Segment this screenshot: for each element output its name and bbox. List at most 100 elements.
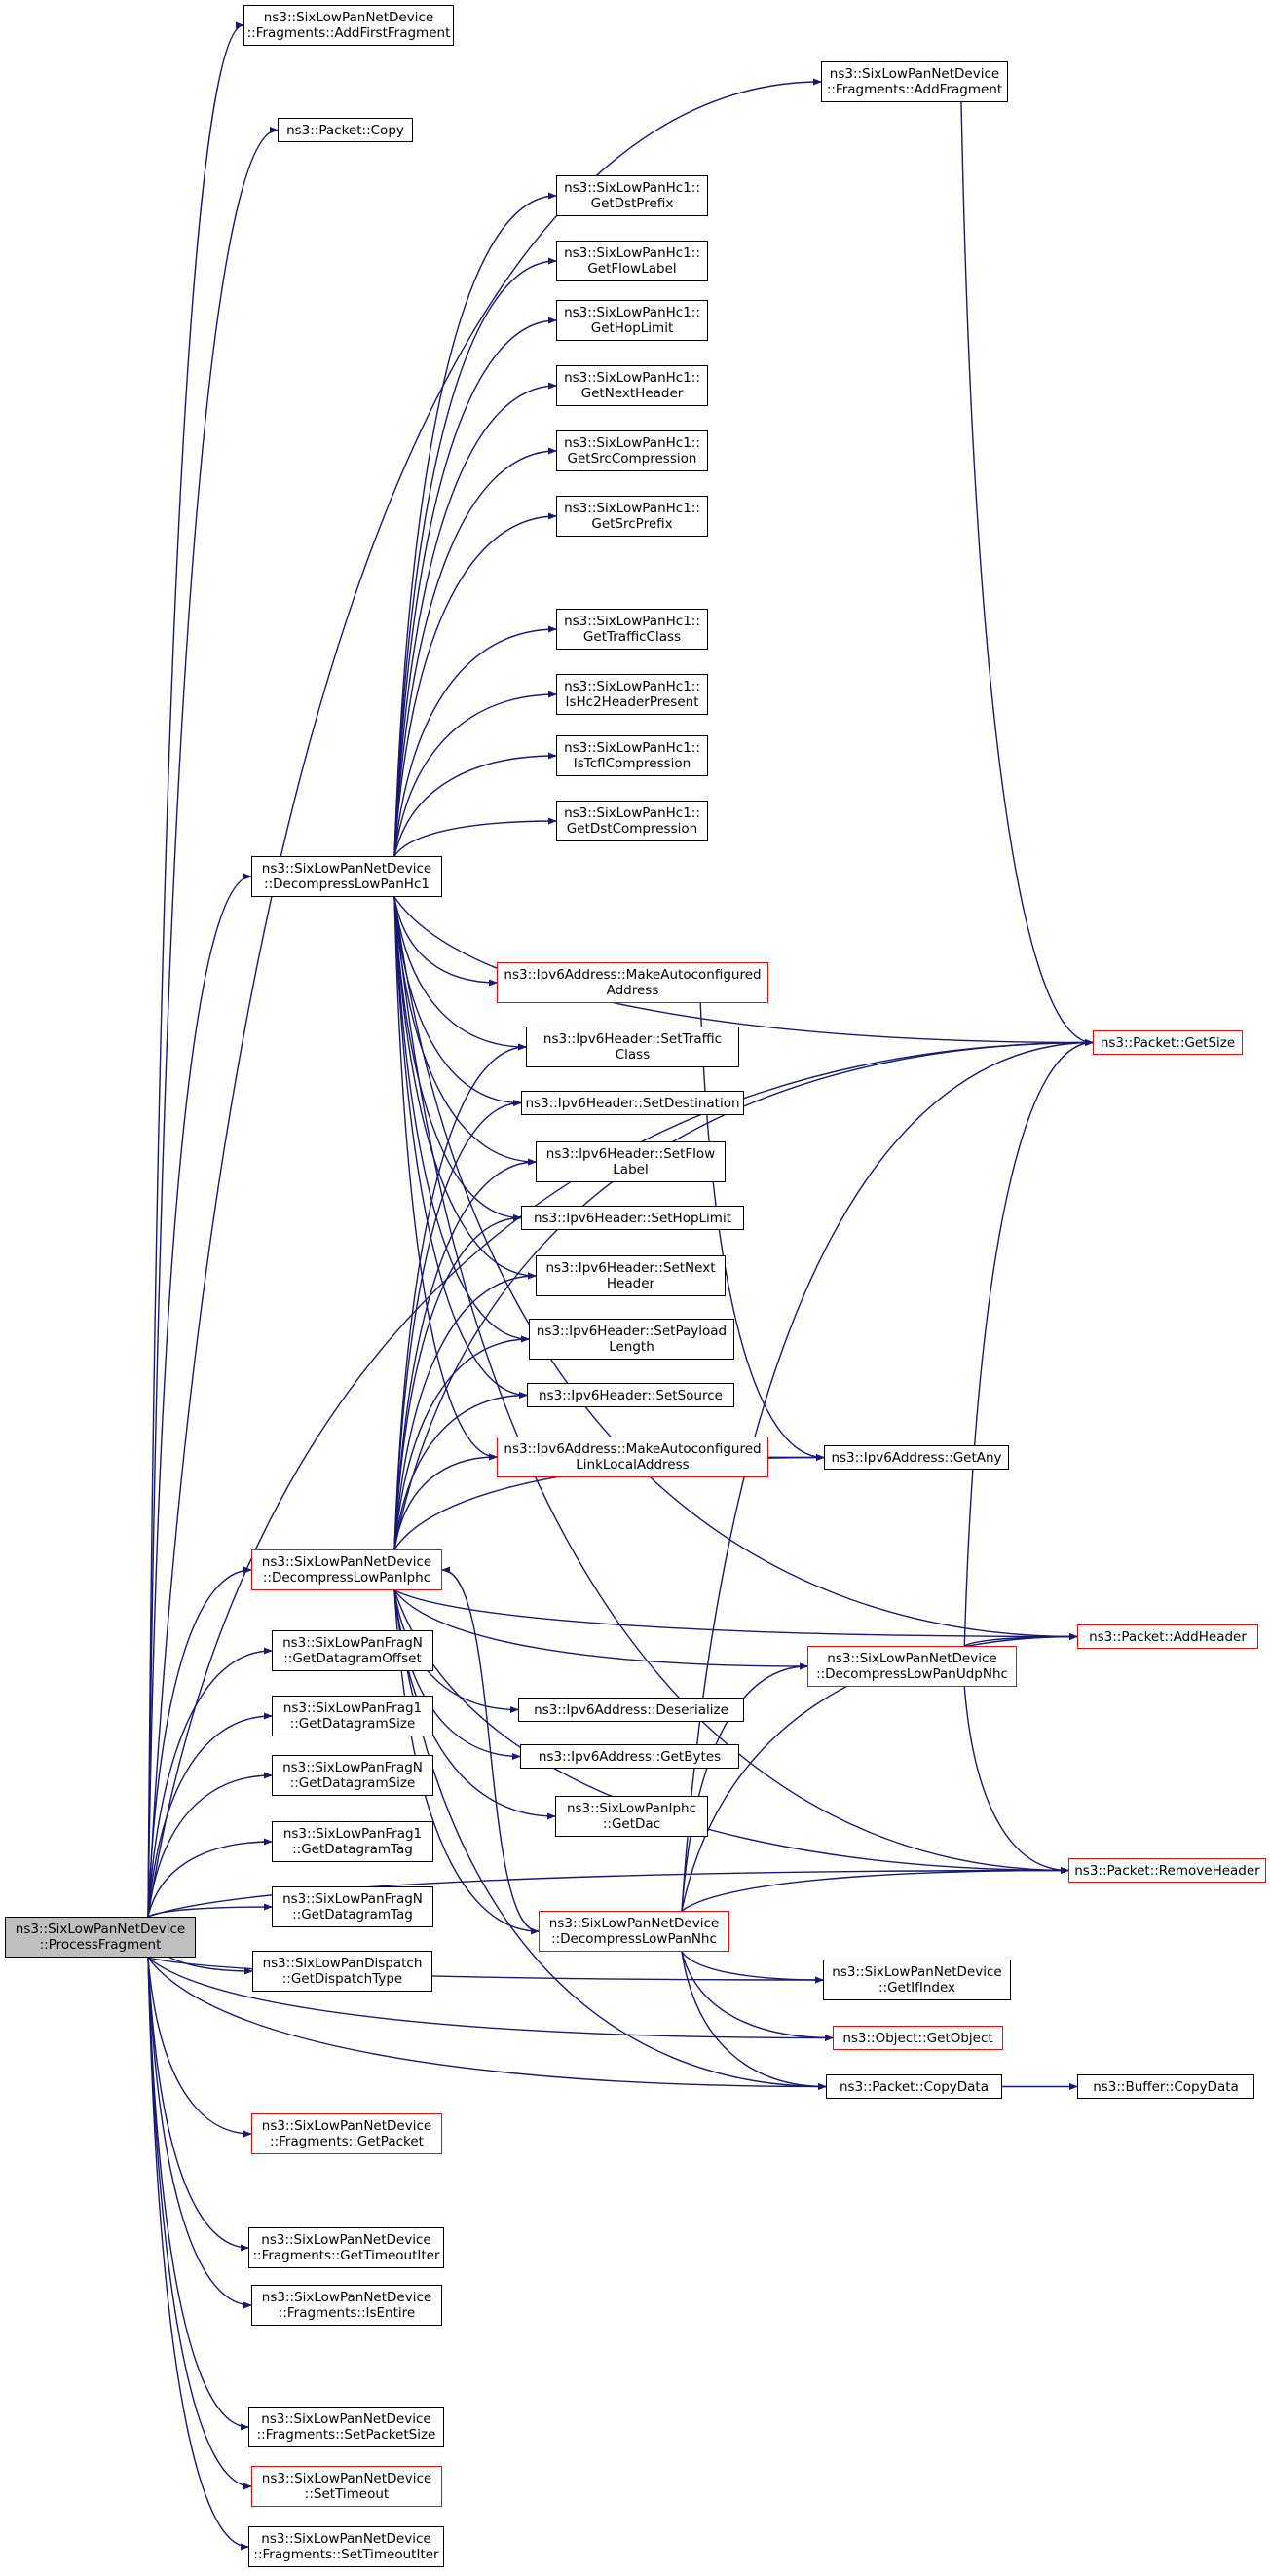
node-label: ns3::SixLowPanNetDevice::DecompressLowPa…	[549, 1916, 719, 1947]
edge	[393, 512, 557, 857]
node-add-first-fragment[interactable]: ns3::SixLowPanNetDevice::Fragments::AddF…	[243, 5, 454, 46]
node-label-line: ns3::SixLowPanHc1::	[564, 805, 700, 821]
node-frag1-get-datagram-size[interactable]: ns3::SixLowPanFrag1::GetDatagramSize	[272, 1696, 433, 1736]
node-get-object[interactable]: ns3::Object::GetObject	[833, 2026, 1003, 2050]
edge	[393, 896, 522, 1222]
node-get-next-header[interactable]: ns3::SixLowPanHc1::GetNextHeader	[556, 365, 708, 406]
node-decompress-low-pan-nhc[interactable]: ns3::SixLowPanNetDevice::DecompressLowPa…	[539, 1911, 729, 1952]
edge	[147, 1038, 1094, 1918]
edge	[681, 1662, 808, 1912]
node-get-dac[interactable]: ns3::SixLowPanIphc::GetDac	[555, 1796, 708, 1837]
node-label: ns3::SixLowPanFragN::GetDatagramOffset	[282, 1635, 423, 1666]
node-frag-nget-datagram-offset[interactable]: ns3::SixLowPanFragN::GetDatagramOffset	[272, 1630, 433, 1671]
node-label-line: ns3::SixLowPanNetDevice	[261, 2471, 432, 2486]
node-frag-nget-datagram-tag[interactable]: ns3::SixLowPanFragN::GetDatagramTag	[272, 1886, 433, 1927]
node-label-line: ns3::SixLowPanNetDevice	[261, 1554, 432, 1570]
node-label: ns3::SixLowPanHc1::IsTcflCompression	[564, 740, 700, 771]
node-label: ns3::SixLowPanNetDevice::Fragments::AddF…	[827, 66, 1002, 97]
node-label-line: ::GetDac	[602, 1816, 661, 1832]
node-set-destination[interactable]: ns3::Ipv6Header::SetDestination	[521, 1091, 744, 1115]
node-set-source[interactable]: ns3::Ipv6Header::SetSource	[527, 1383, 734, 1407]
node-get-timeout-iter[interactable]: ns3::SixLowPanNetDevice::Fragments::GetT…	[248, 2227, 444, 2268]
node-decompress-low-pan-udp-nhc[interactable]: ns3::SixLowPanNetDevice::DecompressLowPa…	[807, 1646, 1017, 1687]
node-is-entire[interactable]: ns3::SixLowPanNetDevice::Fragments::IsEn…	[251, 2285, 442, 2326]
node-set-hop-limit[interactable]: ns3::Ipv6Header::SetHopLimit	[521, 1206, 744, 1230]
edge	[147, 1957, 252, 2309]
edge	[393, 1158, 537, 1550]
node-label: ns3::SixLowPanNetDevice::DecompressLowPa…	[816, 1651, 1008, 1682]
node-label-line: ::Fragments::GetPacket	[270, 2134, 424, 2149]
node-deserialize[interactable]: ns3::Ipv6Address::Deserialize	[518, 1698, 744, 1722]
node-add-header[interactable]: ns3::Packet::AddHeader	[1077, 1624, 1258, 1649]
node-get-if-index[interactable]: ns3::SixLowPanNetDevice::GetIfIndex	[823, 1960, 1011, 2000]
node-decompress-low-pan-iphc[interactable]: ns3::SixLowPanNetDevice::DecompressLowPa…	[251, 1549, 442, 1590]
node-frag-nget-datagram-size[interactable]: ns3::SixLowPanFragN::GetDatagramSize	[272, 1755, 433, 1796]
node-label-line: ns3::SixLowPanHc1::	[564, 305, 700, 320]
node-label-line: ns3::SixLowPanNetDevice	[261, 861, 432, 877]
node-label-line: ::GetIfIndex	[878, 1980, 956, 1996]
node-label-line: ::DecompressLowPanIphc	[262, 1570, 431, 1586]
node-get-dst-prefix[interactable]: ns3::SixLowPanHc1::GetDstPrefix	[556, 175, 708, 216]
node-label-line: ::Fragments::AddFragment	[826, 82, 1003, 97]
node-get-traffic-class[interactable]: ns3::SixLowPanHc1::GetTrafficClass	[556, 609, 708, 650]
node-label-line: ::GetDatagramSize	[289, 1716, 416, 1732]
node-label-line: GetNextHeader	[580, 386, 684, 401]
node-label-line: LinkLocalAddress	[576, 1457, 690, 1473]
edge	[147, 1957, 834, 2042]
node-buffer-copy-data[interactable]: ns3::Buffer::CopyData	[1077, 2074, 1254, 2099]
node-packet-copy-data[interactable]: ns3::Packet::CopyData	[826, 2074, 1002, 2099]
node-frag1-get-datagram-tag[interactable]: ns3::SixLowPanFrag1::GetDatagramTag	[272, 1821, 433, 1862]
node-get-dispatch-type[interactable]: ns3::SixLowPanDispatch::GetDispatchType	[252, 1951, 432, 1992]
node-label: ns3::SixLowPanIphc::GetDac	[567, 1801, 696, 1832]
node-get-any[interactable]: ns3::Ipv6Address::GetAny	[824, 1445, 1009, 1470]
node-label-line: ns3::SixLowPanNetDevice	[261, 2118, 432, 2134]
edge	[147, 1772, 273, 1918]
node-label-line: GetDstCompression	[566, 821, 698, 837]
node-get-hop-limit[interactable]: ns3::SixLowPanHc1::GetHopLimit	[556, 300, 708, 341]
edge	[147, 1866, 1069, 1918]
edge	[147, 78, 822, 1918]
node-add-fragment[interactable]: ns3::SixLowPanNetDevice::Fragments::AddF…	[821, 61, 1008, 102]
node-get-src-compression[interactable]: ns3::SixLowPanHc1::GetSrcCompression	[556, 430, 708, 471]
edge	[393, 896, 1078, 1641]
node-set-packet-size[interactable]: ns3::SixLowPanNetDevice::Fragments::SetP…	[248, 2407, 444, 2447]
node-label-line: ns3::Packet::RemoveHeader	[1074, 1862, 1260, 1879]
edge	[393, 896, 528, 1400]
node-packet-copy[interactable]: ns3::Packet::Copy	[278, 118, 413, 142]
node-set-timeout[interactable]: ns3::SixLowPanNetDevice::SetTimeout	[251, 2466, 442, 2507]
node-label-line: ::SetTimeout	[304, 2486, 390, 2502]
node-label: ns3::SixLowPanHc1::GetFlowLabel	[564, 245, 700, 277]
node-label-line: ns3::Ipv6Header::SetPayload	[536, 1324, 728, 1339]
node-get-packet[interactable]: ns3::SixLowPanNetDevice::Fragments::GetP…	[251, 2113, 442, 2154]
node-decompress-low-pan-hc1[interactable]: ns3::SixLowPanNetDevice::DecompressLowPa…	[251, 856, 442, 897]
node-process-fragment: ns3::SixLowPanNetDevice::ProcessFragment	[5, 1917, 196, 1958]
edge	[393, 625, 557, 857]
node-get-bytes[interactable]: ns3::Ipv6Address::GetBytes	[520, 1744, 739, 1769]
node-set-timeout-iter[interactable]: ns3::SixLowPanNetDevice::Fragments::SetT…	[248, 2526, 444, 2567]
node-get-src-prefix[interactable]: ns3::SixLowPanHc1::GetSrcPrefix	[556, 496, 708, 537]
node-is-tcfl-compression[interactable]: ns3::SixLowPanHc1::IsTcflCompression	[556, 735, 708, 776]
edge	[393, 896, 1094, 1047]
node-label: ns3::SixLowPanNetDevice::Fragments::AddF…	[247, 10, 451, 41]
node-is-hc2-header-present[interactable]: ns3::SixLowPanHc1::IsHc2HeaderPresent	[556, 674, 708, 715]
edge	[393, 192, 557, 857]
edge	[393, 1589, 827, 2091]
node-packet-get-size[interactable]: ns3::Packet::GetSize	[1093, 1030, 1243, 1055]
node-label-line: ns3::Object::GetObject	[842, 2030, 993, 2046]
edge	[393, 817, 557, 857]
node-label-line: GetHopLimit	[590, 320, 674, 336]
node-get-dst-compression[interactable]: ns3::SixLowPanHc1::GetDstCompression	[556, 801, 708, 841]
node-label: ns3::Ipv6Header::SetSource	[539, 1388, 723, 1403]
node-get-flow-label[interactable]: ns3::SixLowPanHc1::GetFlowLabel	[556, 241, 708, 281]
node-label-line: ns3::Ipv6Address::GetBytes	[538, 1748, 722, 1765]
node-label: ns3::SixLowPanNetDevice::DecompressLowPa…	[262, 1554, 431, 1586]
node-remove-header[interactable]: ns3::Packet::RemoveHeader	[1068, 1858, 1266, 1883]
